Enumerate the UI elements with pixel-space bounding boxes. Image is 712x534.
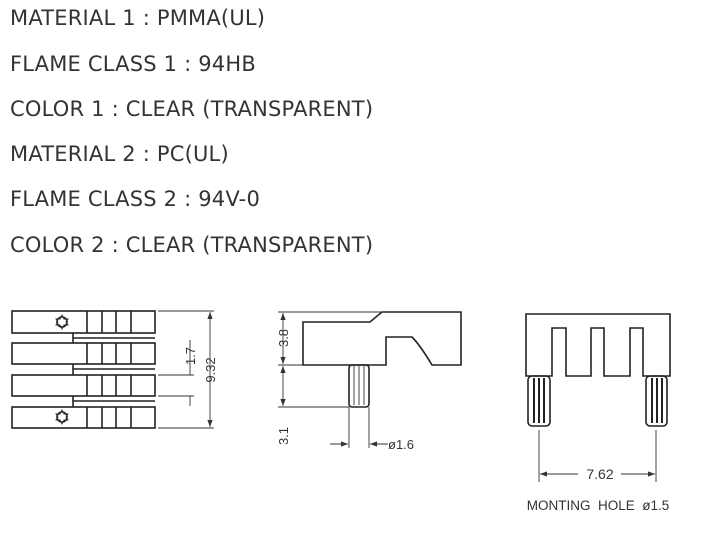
dim-body-height: 3.8: [276, 329, 291, 347]
spec-material-1: MATERIAL 1 : PMMA(UL): [10, 6, 266, 30]
star-hole-icon: [55, 313, 69, 426]
mounting-hole-note: MONTING HOLE ø1.5: [527, 498, 670, 513]
dim-total-height: 9.32: [203, 357, 218, 382]
front-view: 7.62 MONTING HOLE ø1.5: [525, 313, 671, 513]
top-view: 9.32 1.7: [11, 310, 218, 429]
spec-color-1: COLOR 1 : CLEAR (TRANSPARENT): [10, 97, 374, 121]
dim-pitch: 1.7: [183, 347, 198, 365]
spec-color-2: COLOR 2 : CLEAR (TRANSPARENT): [10, 233, 374, 257]
side-view: 3.8 3.1 ø1.6: [276, 311, 462, 452]
dim-pin-spacing: 7.62: [586, 466, 613, 482]
spec-flame-class-1: FLAME CLASS 1 : 94HB: [10, 52, 256, 76]
spec-flame-class-2: FLAME CLASS 2 : 94V-0: [10, 187, 261, 211]
spec-material-2: MATERIAL 2 : PC(UL): [10, 142, 229, 166]
dim-pin-diameter: ø1.6: [388, 437, 414, 452]
dim-pin-length: 3.1: [276, 427, 291, 445]
